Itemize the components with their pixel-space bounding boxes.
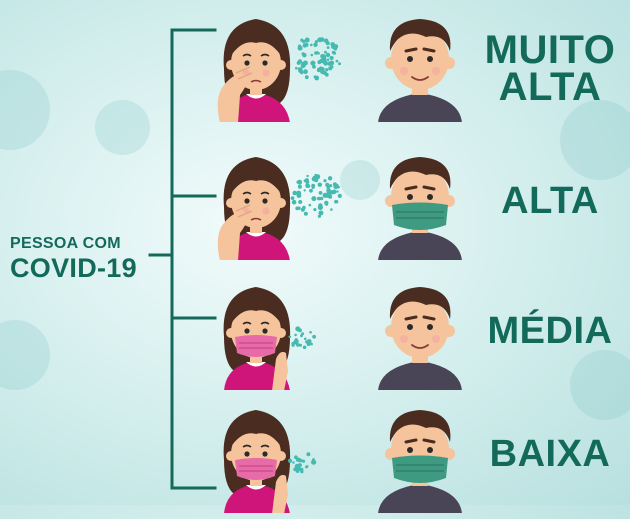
source-label: PESSOA COM COVID-19	[10, 236, 160, 282]
source-label-line2: COVID-19	[10, 253, 137, 283]
infected-girl-illustration	[217, 19, 341, 123]
scenario-row: BAIXA	[0, 393, 630, 519]
risk-level-text: MÉDIA	[487, 310, 613, 352]
infected-girl-illustration	[223, 410, 317, 514]
infected-girl-illustration	[217, 157, 342, 261]
infected-person-figure	[210, 275, 370, 395]
background-virus-shape	[570, 350, 630, 420]
exposed-person-figure	[370, 145, 470, 265]
exposed-person-figure	[370, 398, 470, 518]
exposed-person-figure	[370, 275, 470, 395]
exposed-boy-illustration	[378, 157, 462, 261]
exposed-boy-illustration	[378, 19, 462, 123]
risk-level-label: ALTA	[470, 180, 630, 222]
risk-level-text: MUITO	[484, 28, 616, 72]
exposed-boy-illustration	[378, 287, 462, 391]
background-virus-shape	[95, 100, 150, 155]
risk-level-text: ALTA	[498, 64, 602, 109]
infected-person-figure	[210, 7, 370, 127]
scenario-row: MÉDIA	[0, 270, 630, 396]
exposed-boy-illustration	[378, 410, 462, 514]
source-label-line1: PESSOA COM	[10, 235, 121, 252]
scenario-row: ALTA	[0, 140, 630, 266]
infected-girl-illustration	[223, 287, 316, 391]
branch-connector-lines	[148, 28, 217, 490]
risk-level-text: ALTA	[501, 180, 599, 222]
background-virus-shape	[560, 100, 630, 180]
background-virus-shape	[340, 160, 380, 200]
risk-level-label: MÉDIA	[470, 310, 630, 352]
exposed-person-figure	[370, 7, 470, 127]
risk-level-label: BAIXA	[470, 433, 630, 475]
risk-level-text: BAIXA	[489, 433, 611, 475]
infected-person-figure	[210, 398, 370, 518]
infected-person-figure	[210, 145, 370, 265]
